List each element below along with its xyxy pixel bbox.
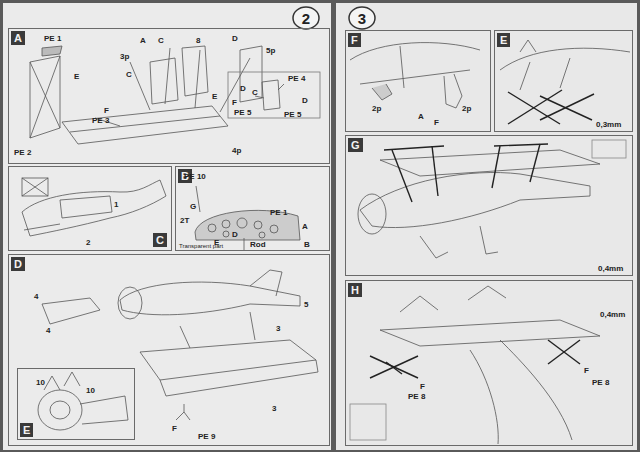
step-panel: H bbox=[345, 280, 633, 446]
callout-label: F bbox=[232, 98, 237, 107]
callout-label: PE 1 bbox=[270, 208, 287, 217]
step-letter: A bbox=[11, 31, 25, 45]
callout-label: 4 bbox=[46, 326, 50, 335]
callout-label: PE 3 bbox=[92, 116, 109, 125]
callout-label: 0,4mm bbox=[600, 310, 625, 319]
callout-label: PE 1 bbox=[44, 34, 61, 43]
callout-label: 5 bbox=[304, 300, 308, 309]
callout-label: 10 bbox=[36, 378, 45, 387]
callout-label: 3 bbox=[276, 324, 280, 333]
callout-label: 5p bbox=[266, 46, 275, 55]
callout-label: PE 10 bbox=[184, 172, 206, 181]
callout-label: 2T bbox=[180, 216, 189, 225]
callout-label: 3p bbox=[120, 52, 129, 61]
callout-label: 2p bbox=[372, 104, 381, 113]
callout-label: PE 8 bbox=[592, 378, 609, 387]
callout-label: PE 5 bbox=[234, 108, 251, 117]
callout-label: 3 bbox=[272, 404, 276, 413]
page-number: 3 bbox=[348, 6, 376, 30]
callout-label: D bbox=[232, 230, 238, 239]
page-number-text: 3 bbox=[348, 10, 376, 27]
step-letter: D bbox=[11, 257, 25, 271]
callout-label: E bbox=[74, 72, 79, 81]
step-panel: E bbox=[17, 368, 135, 440]
callout-label: 0,4mm bbox=[598, 264, 623, 273]
callout-label: 8 bbox=[196, 36, 200, 45]
callout-label: 4 bbox=[34, 292, 38, 301]
callout-label: G bbox=[190, 202, 196, 211]
callout-label: 2 bbox=[86, 238, 90, 247]
callout-label: F bbox=[104, 106, 109, 115]
callout-label: E bbox=[212, 92, 217, 101]
page-number-text: 2 bbox=[292, 10, 320, 27]
callout-label: C bbox=[126, 70, 132, 79]
callout-label: C bbox=[158, 36, 164, 45]
callout-label: A bbox=[302, 222, 308, 231]
callout-label: A bbox=[140, 36, 146, 45]
callout-label: 4p bbox=[232, 146, 241, 155]
callout-label: F bbox=[434, 118, 439, 127]
step-panel: A bbox=[8, 28, 330, 164]
step-letter: F bbox=[348, 33, 361, 47]
callout-label: C bbox=[252, 88, 258, 97]
callout-label: D bbox=[232, 34, 238, 43]
callout-label: F bbox=[172, 424, 177, 433]
callout-label: 1 bbox=[114, 200, 118, 209]
page-number: 2 bbox=[292, 6, 320, 30]
callout-label: 0,3mm bbox=[596, 120, 621, 129]
step-letter: E bbox=[20, 423, 33, 437]
callout-label: A bbox=[418, 112, 424, 121]
callout-label: PE 8 bbox=[408, 392, 425, 401]
step-letter: H bbox=[348, 283, 362, 297]
step-panel: G bbox=[345, 135, 633, 276]
step-letter: E bbox=[497, 33, 510, 47]
callout-label: D bbox=[302, 96, 308, 105]
step-letter: C bbox=[153, 233, 167, 247]
callout-label: PE 2 bbox=[14, 148, 31, 157]
callout-label: E bbox=[214, 238, 219, 247]
callout-label: 10 bbox=[86, 386, 95, 395]
callout-label: B bbox=[304, 240, 310, 249]
callout-label: F bbox=[420, 382, 425, 391]
callout-label: Rod bbox=[250, 240, 266, 249]
callout-label: 2p bbox=[462, 104, 471, 113]
step-letter: G bbox=[348, 138, 363, 152]
step-panel: DE bbox=[8, 254, 330, 446]
callout-label: PE 5 bbox=[284, 110, 301, 119]
callout-label: PE 9 bbox=[198, 432, 215, 441]
callout-label: F bbox=[584, 366, 589, 375]
callout-label: PE 4 bbox=[288, 74, 305, 83]
callout-label: D bbox=[240, 84, 246, 93]
step-panel: E bbox=[494, 30, 633, 132]
